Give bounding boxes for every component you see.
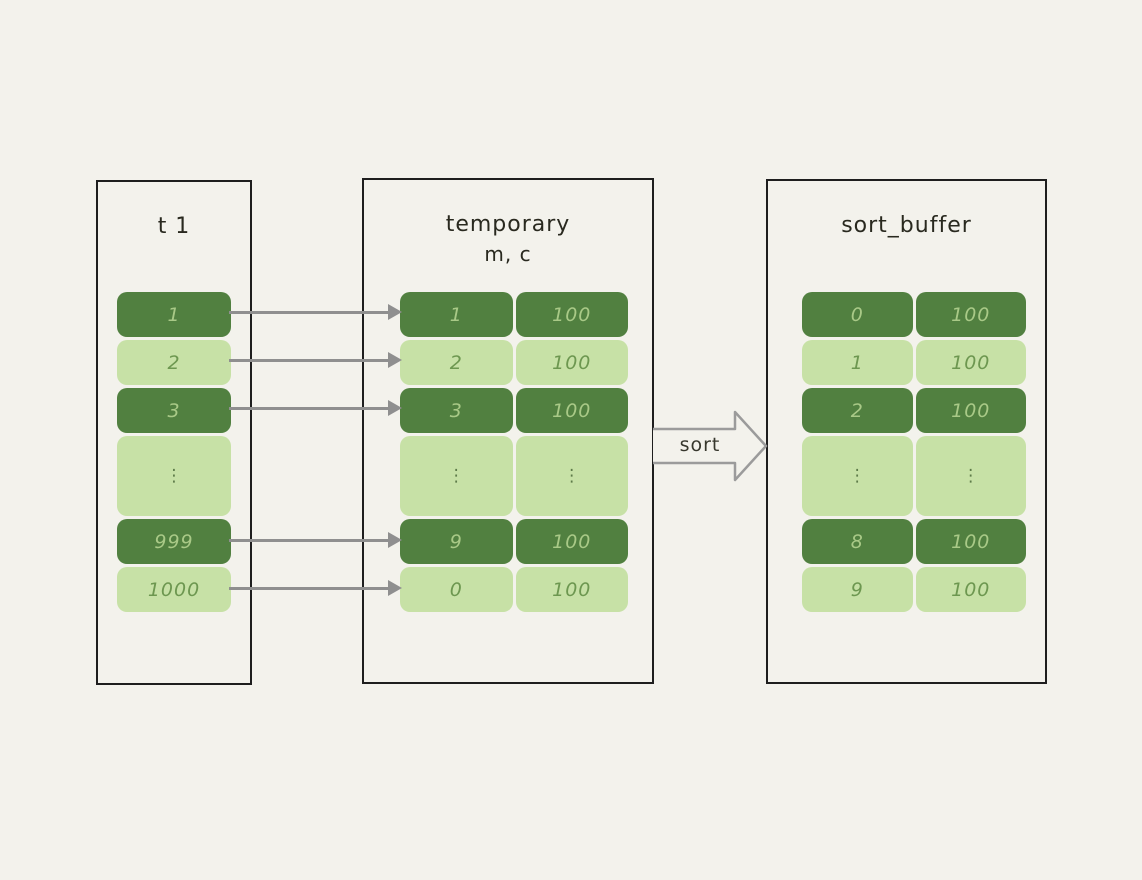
table-row: 3 <box>117 388 231 433</box>
table-sort-buffer-title: sort_buffer <box>841 213 972 238</box>
table-row-ellipsis: ⋮ <box>117 436 231 516</box>
row-arrow <box>229 580 404 596</box>
arrow-head-icon <box>388 304 402 320</box>
table-row: 2 100 <box>802 388 1026 433</box>
ellipsis-cell: ⋮ <box>515 436 628 516</box>
arrow-head-icon <box>388 580 402 596</box>
cell-value: 100 <box>515 388 628 433</box>
table-temporary-title: temporary <box>445 212 571 237</box>
cell-value: 3 <box>117 388 231 433</box>
arrow-line <box>229 407 389 410</box>
cell-value: 100 <box>515 567 628 612</box>
table-row: 1 <box>117 292 231 337</box>
table-t1-title: t 1 <box>157 214 191 239</box>
table-row-ellipsis: ⋮ ⋮ <box>400 436 628 516</box>
table-t1-cells: 1 2 3 ⋮ 999 1000 <box>117 292 231 615</box>
cell-value: 1 <box>802 340 913 385</box>
cell-value: 2 <box>802 388 913 433</box>
cell-value: 1 <box>400 292 513 337</box>
cell-value: 1 <box>117 292 231 337</box>
table-row: 1 100 <box>802 340 1026 385</box>
cell-value: 100 <box>515 519 628 564</box>
arrow-head-icon <box>388 352 402 368</box>
row-arrow <box>229 304 404 320</box>
cell-value: 2 <box>117 340 231 385</box>
cell-value: 100 <box>915 519 1026 564</box>
table-row: 2 100 <box>400 340 628 385</box>
table-row: 1000 <box>117 567 231 612</box>
ellipsis-cell: ⋮ <box>915 436 1026 516</box>
arrow-head-icon <box>388 532 402 548</box>
table-row: 8 100 <box>802 519 1026 564</box>
cell-value: 999 <box>117 519 231 564</box>
row-arrow <box>229 352 404 368</box>
arrow-line <box>229 311 389 314</box>
cell-value: 100 <box>915 388 1026 433</box>
ellipsis-cell: ⋮ <box>400 436 513 516</box>
cell-value: 8 <box>802 519 913 564</box>
table-row: 2 <box>117 340 231 385</box>
cell-value: 1000 <box>117 567 231 612</box>
table-row: 1 100 <box>400 292 628 337</box>
table-row: 3 100 <box>400 388 628 433</box>
cell-value: 3 <box>400 388 513 433</box>
table-row: 999 <box>117 519 231 564</box>
arrow-line <box>229 359 389 362</box>
table-sort-buffer-box: sort_buffer 0 100 1 100 2 100 ⋮ ⋮ 8 100 <box>766 179 1047 684</box>
row-arrow <box>229 532 404 548</box>
cell-value: 100 <box>915 292 1026 337</box>
table-row: 0 100 <box>802 292 1026 337</box>
arrow-line <box>229 539 389 542</box>
sort-arrow-label: sort <box>679 434 721 456</box>
arrow-head-icon <box>388 400 402 416</box>
cell-value: 100 <box>515 340 628 385</box>
cell-value: 100 <box>915 567 1026 612</box>
arrow-line <box>229 587 389 590</box>
table-row: 9 100 <box>400 519 628 564</box>
table-temporary-cells: 1 100 2 100 3 100 ⋮ ⋮ 9 100 0 100 <box>400 292 628 615</box>
cell-value: 0 <box>802 292 913 337</box>
table-row: 0 100 <box>400 567 628 612</box>
table-row-ellipsis: ⋮ ⋮ <box>802 436 1026 516</box>
ellipsis-cell: ⋮ <box>117 436 231 516</box>
sort-block-arrow: sort <box>650 408 770 488</box>
cell-value: 9 <box>400 519 513 564</box>
cell-value: 2 <box>400 340 513 385</box>
table-temporary-subtitle: m, c <box>484 242 532 266</box>
table-t1-box: t 1 1 2 3 ⋮ 999 1000 <box>96 180 252 685</box>
ellipsis-cell: ⋮ <box>802 436 913 516</box>
cell-value: 9 <box>802 567 913 612</box>
block-arrow-icon <box>653 410 768 482</box>
table-sort-buffer-cells: 0 100 1 100 2 100 ⋮ ⋮ 8 100 9 100 <box>802 292 1026 615</box>
row-arrow <box>229 400 404 416</box>
cell-value: 100 <box>915 340 1026 385</box>
table-temporary-box: temporary m, c 1 100 2 100 3 100 ⋮ ⋮ 9 1… <box>362 178 654 684</box>
cell-value: 0 <box>400 567 513 612</box>
cell-value: 100 <box>515 292 628 337</box>
table-row: 9 100 <box>802 567 1026 612</box>
